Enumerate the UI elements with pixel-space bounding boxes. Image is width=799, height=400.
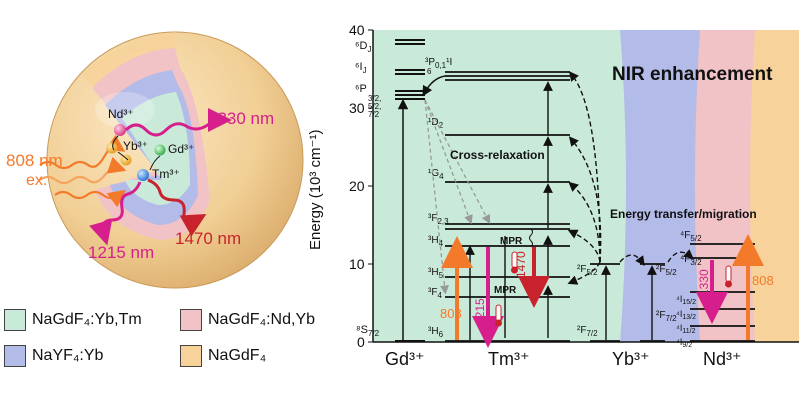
tm-level-3f4: ³F4: [428, 287, 442, 300]
tm-808-label: 808: [440, 306, 462, 321]
excitation-ex-label: ex.: [26, 172, 47, 189]
emission-1330-arrow: [124, 108, 232, 137]
emission-1470-arrow: [147, 178, 207, 237]
tm-level-3p01: ³P0,1¹I: [425, 57, 452, 70]
thermometer-icon-2: [495, 304, 502, 327]
legend-label-outer-shell: NaGdF₄: [208, 347, 267, 364]
legend-label-core: NaGdF₄:Yb,Tm: [32, 311, 142, 328]
ion-label-tm: Tm³⁺: [488, 349, 529, 369]
energy-transfer-dashes: [567, 71, 694, 285]
gd-level-6ij: ⁶IJ: [355, 61, 367, 75]
thermometer-icon: [511, 251, 518, 274]
legend: NaGdF₄:Yb,Tm NaGdF₄:Nd,Yb NaYF₄:Yb NaGdF…: [4, 305, 344, 385]
legend-item-nd-shell: NaGdF₄:Nd,Yb: [180, 309, 315, 331]
emission-1470-label: 1470 nm: [175, 229, 241, 248]
ion-label-nd: Nd³⁺: [703, 349, 742, 369]
energy-transfer-curve: [112, 135, 161, 171]
legend-item-core: NaGdF₄:Yb,Tm: [4, 309, 142, 331]
yb-ion-1: [106, 142, 118, 154]
emission-1215-arrow: [89, 181, 142, 246]
tm-ion-label: Tm³⁺: [152, 167, 180, 181]
y-axis-label: Energy (10³ cm⁻¹): [307, 130, 324, 250]
energy-level-diagram: 0 10 20 30 40 Energy (10³ cm⁻¹) NIR enha…: [307, 22, 799, 369]
tm-upconversion-arrows: [465, 81, 553, 340]
y-tick-40: 40: [349, 22, 365, 38]
sphere-highlight: [95, 92, 155, 128]
tm-level-3f23: ³F2,3: [428, 213, 449, 226]
cross-relaxation-label: Cross-relaxation: [450, 148, 545, 162]
y-ticks: [368, 29, 373, 343]
band-green: [373, 30, 626, 342]
tm-level-1i6-sub: 6: [427, 67, 432, 76]
yb-ion-label: Yb³⁺: [123, 139, 148, 153]
yb-level-2f52-b: ²F5/2: [656, 264, 677, 277]
excitation-wavelength-label: 808 nm: [6, 151, 63, 170]
ion-label-gd: Gd³⁺: [385, 349, 425, 369]
diagram-title: NIR enhancement: [612, 64, 773, 85]
gd-level-6p-j3: 7/2: [368, 110, 380, 119]
nd-level-4i152: ⁴I15/2: [676, 294, 696, 306]
y-tick-0: 0: [357, 334, 365, 350]
yb-level-2f52-a: ²F5/2: [577, 264, 598, 277]
nd-level-4i92: ⁴I9/2: [676, 337, 692, 349]
nd-level-4i132: ⁴I13/2: [676, 309, 696, 321]
yb-ion-2: [120, 154, 132, 166]
nd-level-4f32: ⁴F3/2: [680, 254, 702, 267]
emission-1215-label: 1215 nm: [88, 243, 154, 262]
thermometer-icon-3: [725, 265, 732, 288]
yb-level-2f72-b: ²F7/2: [656, 310, 677, 323]
mpr-label-upper: MPR: [500, 236, 523, 247]
y-tick-30: 30: [349, 100, 365, 116]
emission-1330-label: 1330 nm: [208, 109, 274, 128]
energy-transfer-label: Energy transfer/migration: [610, 207, 757, 221]
gd-level-8s: ⁸S7/2: [356, 324, 380, 338]
gd-ion: [154, 144, 166, 156]
mpr-squiggle: [529, 228, 533, 248]
nd-808-label: 808: [752, 273, 774, 288]
gd-ion-label: Gd³⁺: [168, 142, 194, 156]
gd-level-6p-j1: 3/2,: [368, 94, 381, 103]
nd-ion-label: Nd³⁺: [108, 107, 134, 121]
tm-level-3h5: ³H5: [428, 267, 444, 280]
legend-item-yb-shell: NaYF₄:Yb: [4, 345, 103, 367]
tm-1215-label: 1215: [473, 298, 487, 325]
gd-level-6p-j2: 5/2,: [368, 102, 381, 111]
legend-label-nd-shell: NaGdF₄:Nd,Yb: [208, 311, 316, 328]
y-tick-10: 10: [349, 256, 365, 272]
gd-level-6p: ⁶P: [355, 83, 367, 95]
nd-ion: [114, 124, 126, 136]
legend-item-outer-shell: NaGdF₄: [180, 345, 266, 367]
cross-relaxation-dashes: [424, 99, 491, 295]
nd-level-4i112: ⁴I11/2: [676, 323, 696, 335]
legend-swatch-orange: [180, 345, 202, 367]
gd-level-6dj: ⁶DJ: [355, 40, 371, 54]
legend-swatch-blue: [4, 345, 26, 367]
gd-tm-transfer-arrow: [422, 75, 446, 97]
legend-swatch-pink: [180, 309, 202, 331]
mpr-label-lower: MPR: [494, 285, 517, 296]
y-tick-20: 20: [349, 178, 365, 194]
nd-level-4f52: ⁴F5/2: [680, 230, 702, 243]
legend-swatch-green: [4, 309, 26, 331]
nanoparticle-illustration: [46, 31, 304, 289]
tm-level-1g4: ¹G4: [428, 168, 444, 181]
emission-arrows: [89, 108, 232, 246]
yb-level-2f72-a: ²F7/2: [577, 325, 598, 338]
nd-1330-label: 1330: [697, 269, 711, 296]
legend-label-yb-shell: NaYF₄:Yb: [32, 347, 104, 364]
tm-level-3h6: ³H6: [428, 326, 444, 339]
excitation-arrows: [39, 134, 127, 208]
tm-ion: [137, 169, 149, 181]
ion-label-yb: Yb³⁺: [612, 349, 650, 369]
